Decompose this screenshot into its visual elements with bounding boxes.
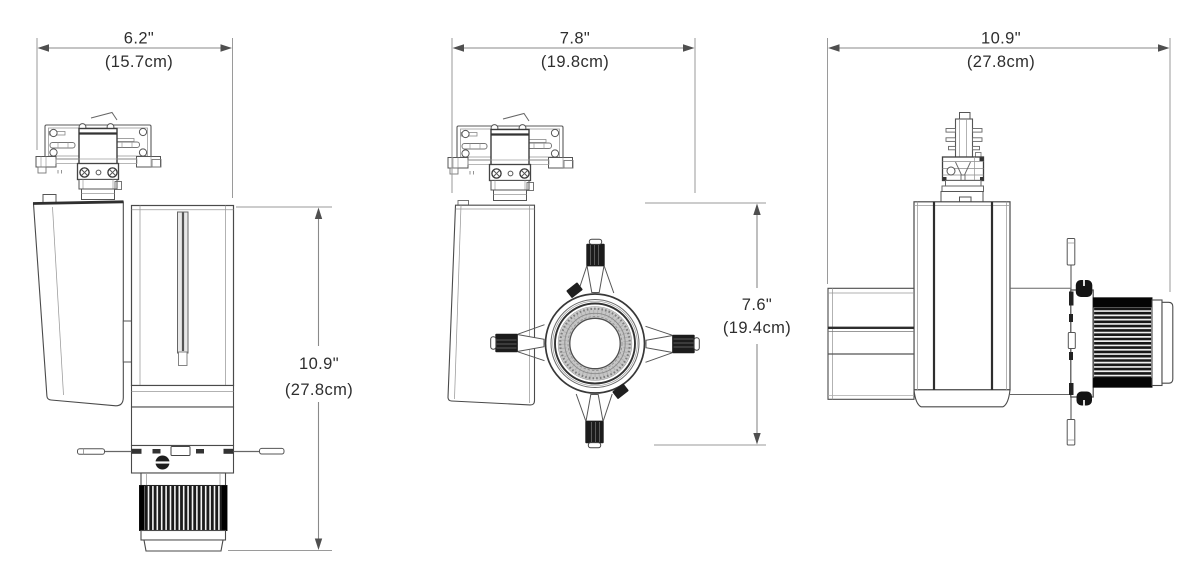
- height-dimension-side-view: 10.9" (27.8cm): [228, 206, 353, 551]
- dim-label-metric: (27.8cm): [285, 381, 353, 399]
- track-adapter: [446, 112, 575, 202]
- plate-screw: [1075, 280, 1093, 297]
- dim-label-metric: (27.8cm): [967, 53, 1035, 71]
- lock-tab: [612, 383, 629, 399]
- knob-rod: [1066, 419, 1076, 446]
- arrowhead-left: [828, 44, 840, 52]
- track-adapter: [34, 111, 163, 201]
- dim-label-inches: 7.6": [742, 296, 772, 314]
- rear-arm-box: [827, 287, 915, 400]
- arrowhead-down: [753, 433, 761, 445]
- dim-label-inches: 6.2": [124, 30, 154, 48]
- side-view-body: [32, 194, 285, 552]
- rear-side-view: [827, 112, 1174, 446]
- width-dimension-side-view: 6.2" (15.7cm): [36, 30, 233, 198]
- knob-rod: [1066, 238, 1076, 266]
- width-dimension-front-view: 7.8" (19.8cm): [451, 30, 696, 193]
- front-view-body: [447, 200, 536, 406]
- front-view: [446, 112, 700, 449]
- arrowhead-right: [220, 44, 232, 52]
- arrowhead-left: [452, 44, 464, 52]
- dim-label-inches: 10.9": [299, 355, 339, 373]
- arrowhead-up: [314, 207, 323, 219]
- lens-bezel: [544, 293, 646, 394]
- dim-label-metric: (19.4cm): [723, 319, 791, 337]
- arrowhead-right: [683, 44, 695, 52]
- dim-label-metric: (15.7cm): [105, 53, 173, 71]
- height-dimension-front-view: 7.6" (19.4cm): [645, 202, 791, 446]
- rear-body: [913, 201, 1011, 408]
- contact-pins: [945, 128, 983, 158]
- track-adapter-end: [940, 112, 985, 203]
- dim-label-inches: 10.9": [981, 30, 1021, 48]
- arrowhead-up: [753, 203, 761, 215]
- side-view: [32, 111, 285, 552]
- dim-label-inches: 7.8": [560, 30, 590, 48]
- arrowhead-right: [1158, 44, 1170, 52]
- rear-lens-assembly: [1010, 238, 1174, 446]
- width-dimension-rear-view: 10.9" (27.8cm): [827, 30, 1171, 292]
- arrowhead-left: [37, 44, 49, 52]
- ribbed-lens-barrel: [1092, 297, 1153, 388]
- plate-screw: [1076, 391, 1092, 406]
- adjustment-rods: [77, 446, 285, 456]
- dim-label-metric: (19.8cm): [541, 53, 609, 71]
- lock-tab: [566, 282, 583, 298]
- ribbed-lens-barrel: [139, 485, 228, 531]
- arrowhead-down: [314, 538, 323, 550]
